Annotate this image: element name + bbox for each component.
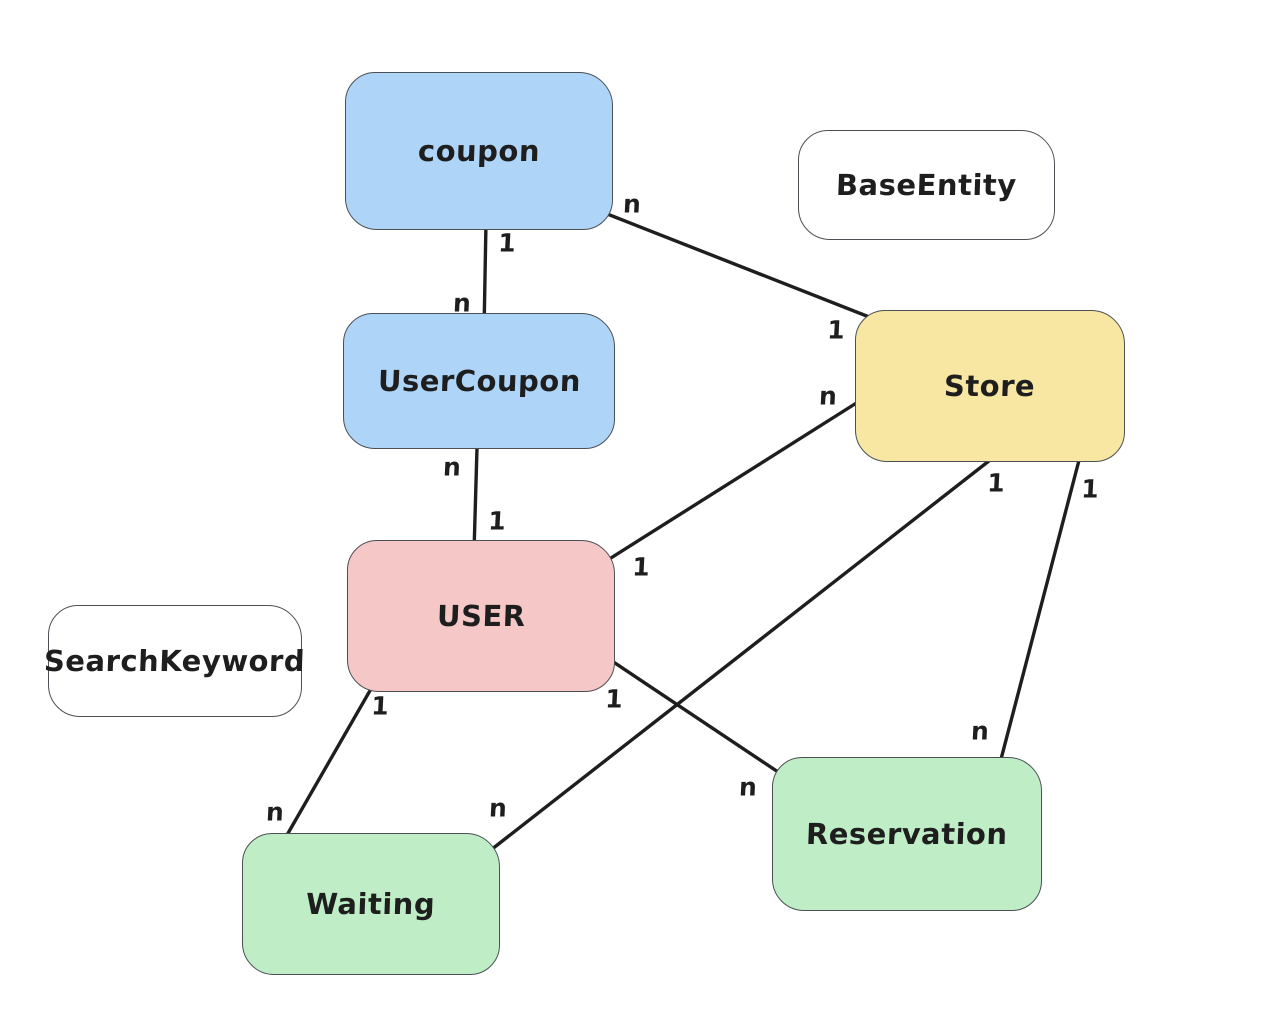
cardinality-label-coupon-store-1: 1 <box>826 315 846 345</box>
relationship-line-usercoupon-user[interactable] <box>472 446 479 554</box>
cardinality-label-user-waiting-1: 1 <box>370 691 390 721</box>
cardinality-label-user-store-1: 1 <box>631 552 651 582</box>
cardinality-label-user-reservation-n: n <box>738 772 758 802</box>
entity-coupon-label: coupon <box>417 134 541 168</box>
cardinality-label-usercoupon-user-n: n <box>442 452 462 482</box>
entity-waiting-label: Waiting <box>305 887 437 921</box>
entity-store-label: Store <box>943 369 1037 403</box>
cardinality-label-user-waiting-n: n <box>265 797 285 827</box>
entity-base-entity-label: BaseEntity <box>835 168 1018 202</box>
cardinality-label-usercoupon-user-1: 1 <box>487 506 507 536</box>
entity-search-keyword-label: SearchKeyword <box>43 644 307 678</box>
entity-reservation[interactable]: Reservation <box>772 757 1042 911</box>
relationship-line-user-waiting[interactable] <box>285 666 385 837</box>
cardinality-label-store-reservation-1: 1 <box>1080 474 1100 504</box>
relationship-line-coupon-store[interactable] <box>590 206 889 326</box>
cardinality-label-coupon-store-n: n <box>622 189 642 219</box>
cardinality-label-user-reservation-1: 1 <box>604 684 624 714</box>
entity-base-entity[interactable]: BaseEntity <box>798 130 1055 240</box>
cardinality-label-store-reservation-n: n <box>970 716 990 746</box>
entity-user-label: USER <box>436 599 526 633</box>
entity-search-keyword[interactable]: SearchKeyword <box>44 605 306 717</box>
cardinality-label-waiting-store-n: n <box>488 793 508 823</box>
entity-user-coupon[interactable]: UserCoupon <box>343 313 615 449</box>
relationship-line-waiting-store[interactable] <box>453 455 996 880</box>
entity-coupon[interactable]: coupon <box>345 72 613 230</box>
cardinality-label-coupon-usercoupon-1: 1 <box>497 228 517 258</box>
entity-store[interactable]: Store <box>855 310 1125 462</box>
entity-reservation-label: Reservation <box>805 817 1009 851</box>
cardinality-label-user-store-n: n <box>818 381 838 411</box>
entity-user[interactable]: USER <box>347 540 615 692</box>
entity-user-coupon-label: UserCoupon <box>376 364 582 398</box>
cardinality-label-waiting-store-1: 1 <box>986 468 1006 498</box>
cardinality-label-coupon-usercoupon-n: n <box>452 288 472 318</box>
relationship-line-store-reservation[interactable] <box>992 443 1085 788</box>
entity-waiting[interactable]: Waiting <box>242 833 500 975</box>
relationship-line-user-store[interactable] <box>601 400 860 565</box>
